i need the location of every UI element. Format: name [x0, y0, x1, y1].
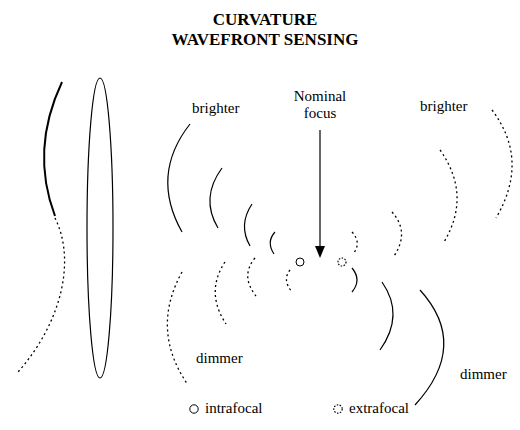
wavefront-dotted [18, 218, 65, 372]
wavefront-arc [392, 212, 402, 256]
leader-arrow [319, 130, 320, 248]
wavefront-arc [167, 272, 188, 385]
intensity-label: brighter [192, 100, 239, 117]
wavefront-arc [352, 232, 357, 254]
wavefront-arc [270, 232, 275, 254]
wavefront-arc [286, 270, 292, 292]
wavefront-arc [210, 168, 222, 228]
wavefront-arc [492, 110, 512, 218]
focus-label: Nominal focus [288, 88, 352, 123]
legend-text: intrafocal [205, 400, 262, 417]
wavefront-arc [415, 290, 444, 405]
extrafocal-symbol [332, 403, 344, 415]
arrowhead [315, 246, 325, 258]
wavefront-arc [352, 268, 357, 292]
legend-text: extrafocal [349, 400, 409, 417]
wavefront-arc [215, 262, 226, 324]
legend-entry: intrafocal [188, 400, 262, 417]
intensity-label: dimmer [460, 366, 507, 383]
wavefront-solid [44, 82, 62, 216]
extrafocal-marker [338, 258, 346, 266]
wavefront-arc [248, 258, 256, 296]
title: CURVATURE WAVEFRONT SENSING [170, 10, 361, 49]
intensity-label: dimmer [196, 350, 243, 367]
wavefront-arc [380, 282, 393, 350]
intensity-label: brighter [420, 98, 467, 115]
legend-entry: extrafocal [332, 400, 409, 417]
wavefront-arc [168, 124, 190, 232]
intrafocal-symbol [188, 403, 200, 415]
wavefront-arc [440, 150, 457, 242]
intrafocal-marker [296, 258, 304, 266]
lens [87, 78, 113, 378]
wavefront-arc [244, 204, 252, 246]
